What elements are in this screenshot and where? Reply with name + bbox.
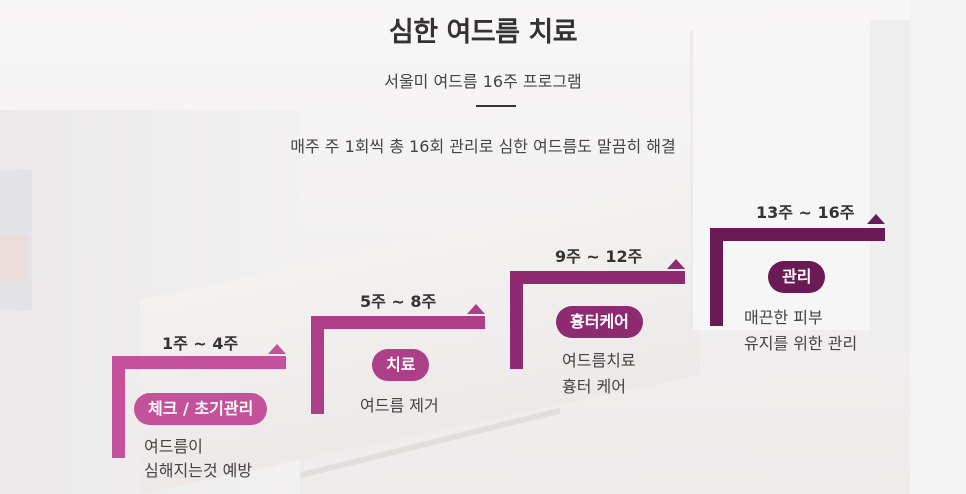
step-1-text-1: 여드름이 bbox=[144, 437, 203, 456]
step-3-badge: 흉터케어 bbox=[556, 306, 643, 338]
page-description: 매주 주 1회씩 총 16회 관리로 심한 여드름도 말끔히 해결 bbox=[290, 137, 676, 156]
step-3-text-1: 여드름치료 bbox=[562, 351, 636, 370]
step-4-text-1: 매끈한 피부 bbox=[744, 308, 823, 327]
step-3-period: 9주 ~ 12주 bbox=[555, 247, 643, 266]
step-4-text-2: 유지를 위한 관리 bbox=[744, 334, 858, 353]
title-divider bbox=[476, 105, 516, 107]
step-3-riser bbox=[510, 271, 523, 369]
step-1-bar bbox=[112, 356, 286, 369]
step-2-text-1: 여드름 제거 bbox=[360, 396, 439, 415]
step-4-arrow-icon bbox=[867, 214, 885, 224]
step-1-arrow-icon bbox=[268, 344, 286, 354]
page-title: 심한 여드름 치료 bbox=[388, 17, 578, 48]
step-2-arrow-icon bbox=[467, 304, 485, 314]
step-3-arrow-icon bbox=[667, 259, 685, 269]
step-1-period: 1주 ~ 4주 bbox=[162, 334, 239, 353]
step-1-badge: 체크 / 초기관리 bbox=[134, 393, 268, 425]
page-subtitle: 서울미 여드름 16주 프로그램 bbox=[384, 72, 582, 91]
step-2-bar bbox=[311, 316, 485, 329]
step-4-period: 13주 ~ 16주 bbox=[756, 203, 855, 222]
step-2-riser bbox=[311, 316, 324, 414]
step-4-riser bbox=[710, 228, 723, 326]
step-1-text-2: 심해지는것 예방 bbox=[144, 461, 253, 480]
step-4-badge: 관리 bbox=[768, 261, 826, 293]
step-3-bar bbox=[510, 271, 685, 284]
step-2-period: 5주 ~ 8주 bbox=[360, 292, 437, 311]
step-2-badge: 치료 bbox=[372, 349, 430, 381]
step-3-text-2: 흉터 케어 bbox=[562, 377, 626, 396]
step-4-bar bbox=[710, 228, 885, 241]
step-1-riser bbox=[112, 356, 125, 458]
